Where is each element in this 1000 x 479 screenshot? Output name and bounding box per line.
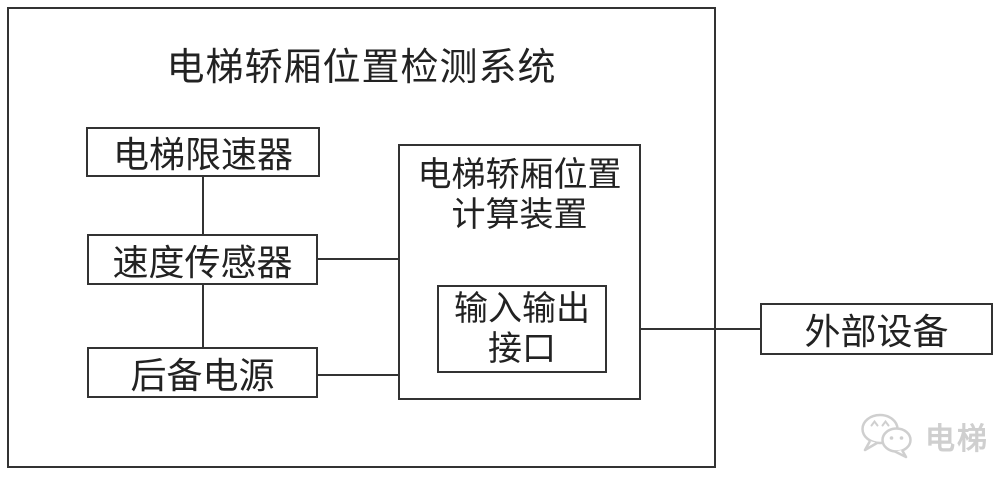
io-interface-label-line2: 接口 <box>488 330 556 368</box>
node-speed-sensor: 速度传感器 <box>87 234 318 285</box>
elevator-governor-label: 电梯限速器 <box>112 134 293 175</box>
connector-backup-to-calc <box>318 374 398 376</box>
wechat-chat-bubbles-icon <box>861 413 912 459</box>
node-elevator-governor: 电梯限速器 <box>86 127 320 177</box>
node-position-calc-device: 电梯轿厢位置 计算装置 输入输出 接口 <box>398 144 641 400</box>
watermark-text: 电梯 <box>925 423 989 456</box>
connector-sensor-to-calc <box>318 258 398 260</box>
node-io-interface: 输入输出 接口 <box>437 285 607 373</box>
speed-sensor-label: 速度传感器 <box>112 241 293 283</box>
connector-sensor-to-backup <box>202 285 204 347</box>
backup-power-label: 后备电源 <box>130 354 275 396</box>
connector-io-to-external <box>605 328 760 330</box>
connector-governor-to-sensor <box>202 177 204 234</box>
system-boundary-box <box>7 7 716 468</box>
calc-device-label-line2: 计算装置 <box>451 196 588 234</box>
node-external-device: 外部设备 <box>760 303 993 355</box>
node-backup-power: 后备电源 <box>87 347 318 398</box>
system-title: 电梯轿厢位置检测系统 <box>166 47 557 89</box>
calc-device-label-line1: 电梯轿厢位置 <box>417 156 622 194</box>
external-device-label: 外部设备 <box>804 311 949 352</box>
watermark: 电梯 <box>858 412 989 460</box>
io-interface-label-line1: 输入输出 <box>454 290 590 328</box>
